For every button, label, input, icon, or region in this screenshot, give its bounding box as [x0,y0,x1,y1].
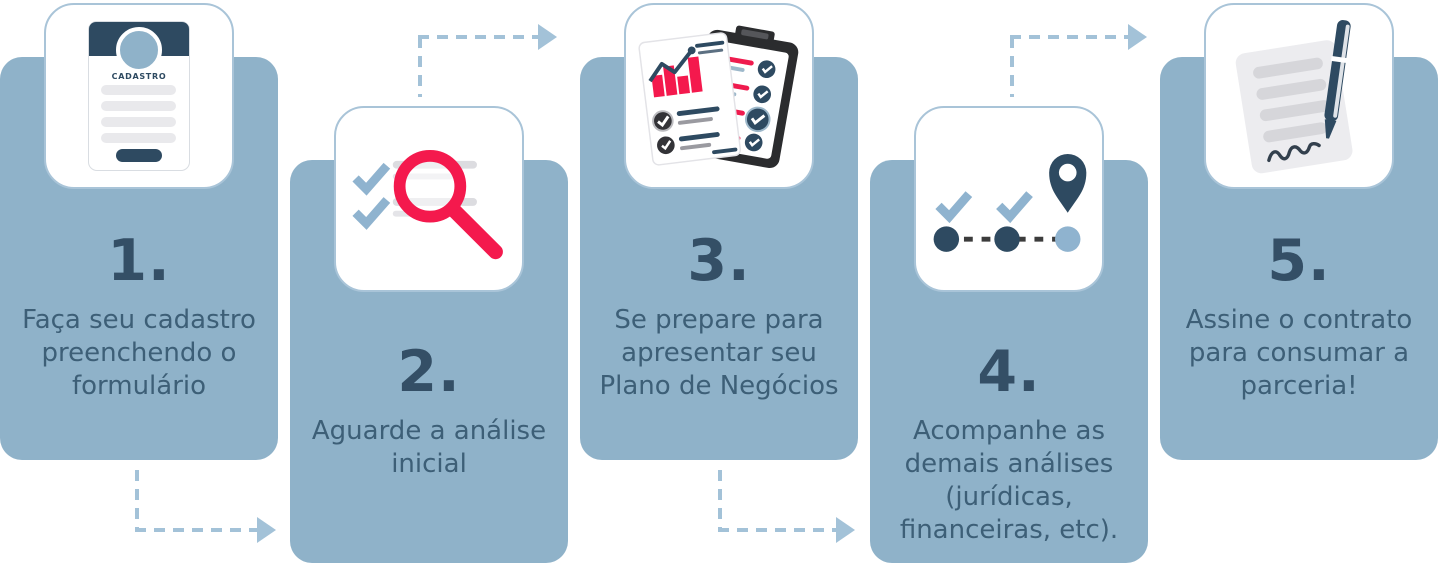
arrow-segment [1010,37,1014,97]
arrow-segment [135,528,257,532]
step-card-1: CADASTRO 1. Faça seu cadastro preenchend… [0,3,278,460]
milestone-dot [994,226,1020,252]
step-number-2: 2. [397,339,461,405]
step-number-4: 4. [977,339,1041,405]
checkmark-icon [352,197,391,230]
signature-icon [1267,142,1321,163]
step-description-1: Faça seu cadastro preenchendo o formulár… [22,305,256,401]
report-page-icon [638,32,742,166]
registration-form-icon-card: CADASTRO [44,3,234,189]
form-field-line [101,133,176,143]
progress-milestones-icon [933,153,1087,252]
checkmark-icon [935,191,973,224]
step-description-2: Aguarde a análise inicial [311,416,547,479]
contract-signing-icon [1235,20,1353,174]
form-submit-button [116,149,162,162]
location-pin-icon [1049,153,1087,213]
checkmark-icon [996,191,1033,224]
step-card-4: 4. Acompanhe as demais análises (jurídic… [870,106,1148,563]
milestone-dot [1055,226,1081,252]
form-field-line [101,117,176,127]
form-field-line [101,85,176,95]
magnifier-handle [445,201,503,260]
step-number-3: 3. [687,228,751,294]
magnifier-checklist-icon [352,150,503,260]
checkmark-icon [352,162,391,196]
report-clipboard-icon [638,25,799,169]
arrowhead-icon [257,517,276,543]
pen-icon [1324,20,1351,139]
arrowhead-icon [538,24,557,50]
step-card-5: 5. Assine o contrato para consumar a par… [1160,3,1438,460]
step-number-5: 5. [1267,228,1331,294]
progress-milestones-icon-card [914,106,1104,292]
business-plan-icon-card [624,3,814,189]
arrow-segment [718,470,722,528]
step-description-5: Assine o contrato para consumar a parcer… [1185,305,1413,401]
registration-form-icon: CADASTRO [88,21,190,171]
arrow-segment [718,528,836,532]
search-analysis-icon-card [334,106,524,292]
arrow-segment [135,470,139,528]
step-card-2: 2. Aguarde a análise inicial [290,106,568,563]
magnifier-icon [393,150,467,223]
step-description-3: Se prepare para apresentar seu Plano de … [599,305,839,401]
bar-chart-icon [648,46,703,98]
arrow-segment [418,35,538,39]
step-number-1: 1. [107,228,171,294]
step-description-4: Acompanhe as demais análises (jurídicas,… [899,416,1119,545]
arrowhead-icon [1128,24,1147,50]
step-card-3: 3. Se prepare para apresentar seu Plano … [580,3,858,460]
milestone-dot [933,226,960,252]
contract-signing-icon-card [1204,3,1394,189]
arrow-segment [1010,35,1128,39]
contract-page-icon [1235,40,1353,174]
form-title-label: CADASTRO [111,72,167,81]
arrow-segment [418,37,422,97]
form-field-line [101,101,176,111]
avatar-icon [116,27,162,73]
arrowhead-icon [836,517,855,543]
